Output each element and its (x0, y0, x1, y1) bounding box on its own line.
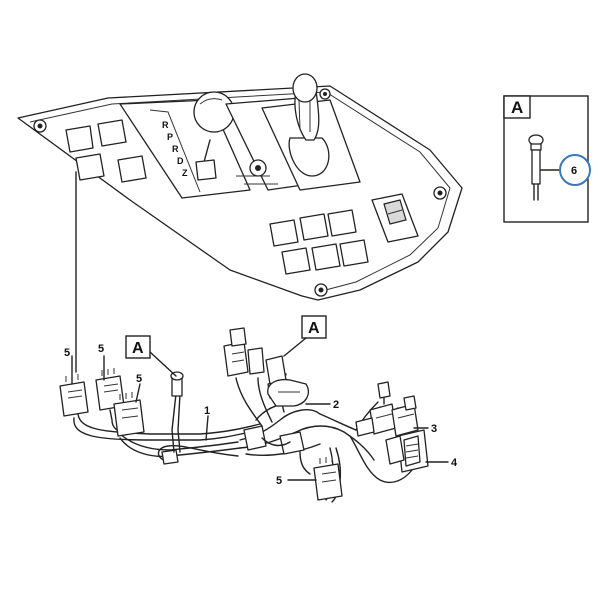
callout-5: 5 (98, 343, 104, 355)
gate-letter: R (162, 120, 169, 130)
callout-4: 4 (451, 457, 458, 469)
control-console: R P R D Z (17, 73, 463, 301)
detail-letter: A (511, 98, 523, 117)
callout-3: 3 (431, 423, 437, 435)
callout-1: 1 (204, 405, 210, 417)
connector-2 (267, 378, 309, 407)
view-marker-a-left: A (125, 335, 177, 377)
callout-5: 5 (136, 373, 142, 385)
callouts: 5 5 5 1 A A 2 3 4 5 (64, 315, 458, 487)
gate-letter: P (167, 132, 173, 142)
console-switch-group-left (65, 119, 147, 183)
joystick-knob-icon (292, 73, 318, 103)
connector-4 (385, 429, 429, 473)
callout-2: 2 (333, 399, 339, 411)
joystick (261, 73, 361, 191)
callout-5: 5 (64, 347, 70, 359)
gear-selector: R P R D Z (119, 91, 251, 199)
lever-knob-icon (193, 91, 235, 133)
callout-6: 6 (571, 165, 577, 177)
relay-bottom (313, 456, 343, 501)
view-marker-a-center: A (283, 315, 327, 357)
screw-icon (33, 119, 47, 133)
screw-icon (433, 186, 447, 200)
gate-letter: Z (182, 168, 188, 178)
console-switch-group-right (269, 209, 369, 275)
connector-3 (355, 381, 419, 437)
svg-text:A: A (308, 320, 320, 337)
screw-icon (314, 283, 328, 297)
relay-left-3 (113, 392, 145, 437)
screw-icon (319, 88, 331, 100)
indicator-lamp-icon (528, 134, 544, 201)
gate-letter: D (177, 156, 184, 166)
detail-a-inset: A 6 (503, 95, 591, 223)
gate-letter: R (172, 144, 179, 154)
callout-5: 5 (276, 475, 282, 487)
lamp-connector (170, 371, 184, 397)
svg-text:A: A (132, 340, 144, 357)
relay-left-1 (59, 374, 89, 417)
rocker-switch (371, 193, 419, 243)
wiring-harness (59, 171, 429, 503)
